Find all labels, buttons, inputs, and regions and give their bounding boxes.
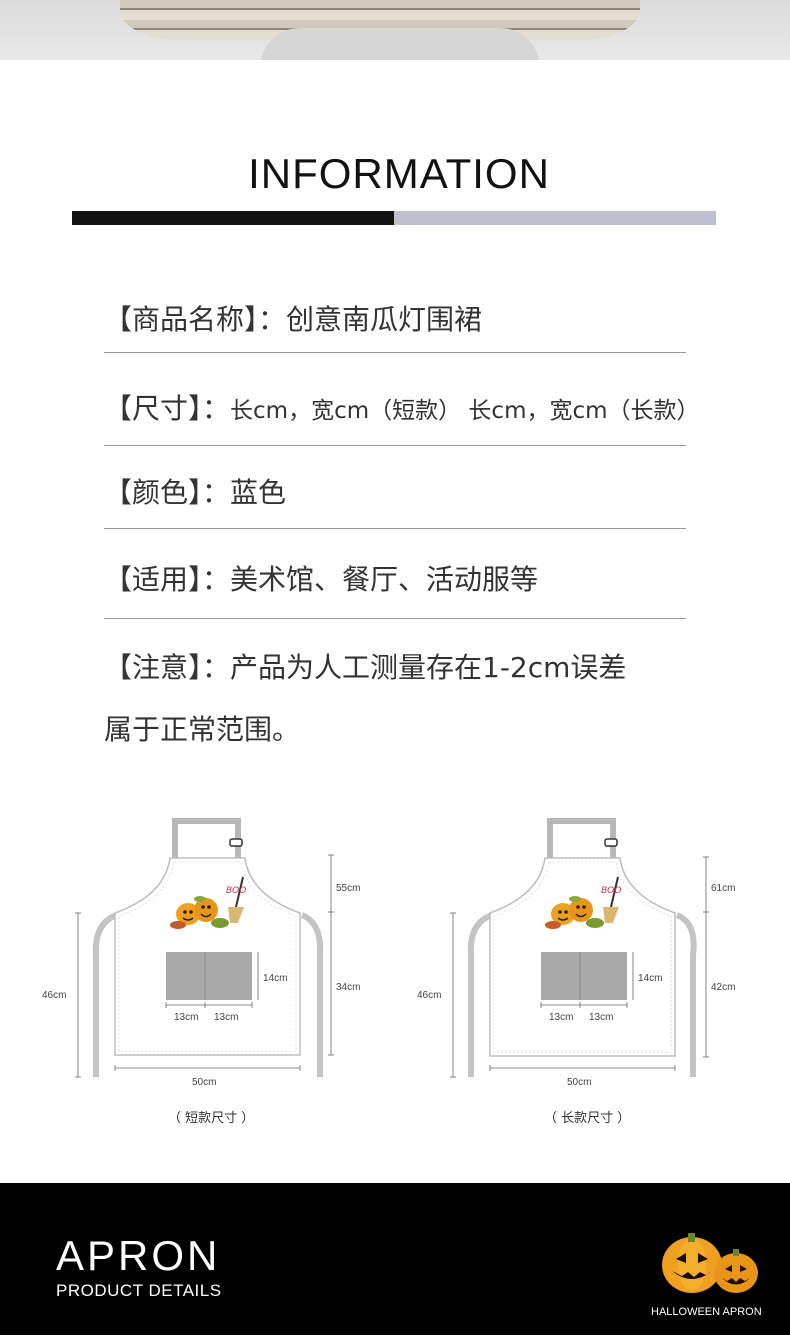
caption-long: （ 长款尺寸 ）: [544, 1111, 631, 1126]
caption-short: （ 短款尺寸 ）: [168, 1111, 255, 1126]
neck-strap: [172, 818, 241, 858]
title-underline-dark: [72, 211, 394, 225]
dim-pocket-width-right: 13cm: [214, 1012, 238, 1023]
row-label: 【尺寸】：: [104, 392, 231, 425]
row-value: 长cm，宽cm（短款） 长cm，宽cm（长款）: [230, 398, 700, 424]
footer-banner: [0, 1183, 790, 1335]
footer-right-label: HALLOWEEN APRON: [651, 1306, 762, 1318]
svg-text:BOO: BOO: [601, 886, 621, 896]
row-value: 美术馆、餐厅、活动服等: [230, 563, 539, 596]
pumpkin-print: BOO: [170, 876, 246, 929]
info-row-note: 【注意】：产品为人工测量存在1-2cm误差: [104, 646, 626, 686]
waist-tie-left: [467, 912, 494, 1077]
waist-tie-right: [300, 912, 324, 1077]
divider: [104, 445, 686, 446]
apron-stitch: [118, 861, 297, 1052]
dim-bottom: 42cm: [711, 982, 735, 993]
jack-o-lantern-icon: [662, 1233, 758, 1293]
apron-pocket: [541, 952, 627, 1000]
row-label: 【注意】：: [104, 651, 231, 684]
divider: [104, 352, 686, 353]
title-underline-light: [394, 211, 716, 225]
top-product-photo: [0, 0, 790, 60]
info-row-color: 【颜色】：蓝色: [104, 471, 286, 511]
footer-subtitle: PRODUCT DETAILS: [56, 1281, 222, 1300]
dim-width: 50cm: [192, 1077, 216, 1088]
strap-buckle-icon: [229, 838, 243, 847]
dimension-lines: [450, 856, 709, 1078]
divider: [104, 528, 686, 529]
dim-width: 50cm: [567, 1077, 591, 1088]
row-label: 【颜色】：: [104, 476, 231, 509]
divider: [104, 618, 686, 619]
svg-text:BOO: BOO: [226, 886, 246, 896]
apron-pocket: [166, 952, 252, 1000]
waist-tie-left: [92, 912, 119, 1077]
info-row-product-name: 【商品名称】：创意南瓜灯围裙: [104, 298, 482, 338]
info-row-size: 【尺寸】：长cm，宽cm（短款） 长cm，宽cm（长款）: [104, 387, 700, 427]
info-row-note-continued: 属于正常范围。: [104, 713, 301, 746]
apron-stitch: [493, 861, 672, 1053]
waist-tie-right: [675, 912, 697, 1077]
row-label: 【商品名称】：: [104, 303, 287, 336]
dim-top: 55cm: [336, 883, 360, 894]
apron-diagram-long: BOO 61cm 42cm 46cm 50cm 14cm 13cm 13cm: [417, 818, 735, 1088]
dim-total: 46cm: [42, 990, 66, 1001]
row-value: 蓝色: [230, 476, 287, 509]
dim-pocket-width-right: 13cm: [589, 1012, 613, 1023]
strap-buckle-icon: [604, 838, 618, 847]
info-row-usage: 【适用】：美术馆、餐厅、活动服等: [104, 558, 538, 598]
neck-strap: [547, 818, 616, 858]
apron-diagram-short: BOO 55cm 34cm 46cm 50cm 14cm 13cm 13cm: [42, 818, 360, 1088]
model-figure: [260, 28, 540, 60]
dim-pocket-width-left: 13cm: [549, 1012, 573, 1023]
section-title: INFORMATION: [248, 150, 550, 197]
pumpkin-print: BOO: [545, 876, 621, 929]
dim-top: 61cm: [711, 883, 735, 894]
row-value: 创意南瓜灯围裙: [286, 303, 483, 336]
row-label: 【适用】：: [104, 563, 231, 596]
dim-bottom: 34cm: [336, 982, 360, 993]
dimension-lines: [75, 854, 334, 1078]
dim-total: 46cm: [417, 990, 441, 1001]
footer-title: APRON: [56, 1232, 221, 1279]
dim-pocket-width-left: 13cm: [174, 1012, 198, 1023]
dim-pocket-height: 14cm: [263, 973, 287, 984]
dim-pocket-height: 14cm: [638, 973, 662, 984]
row-value: 产品为人工测量存在1-2cm误差: [230, 651, 627, 684]
